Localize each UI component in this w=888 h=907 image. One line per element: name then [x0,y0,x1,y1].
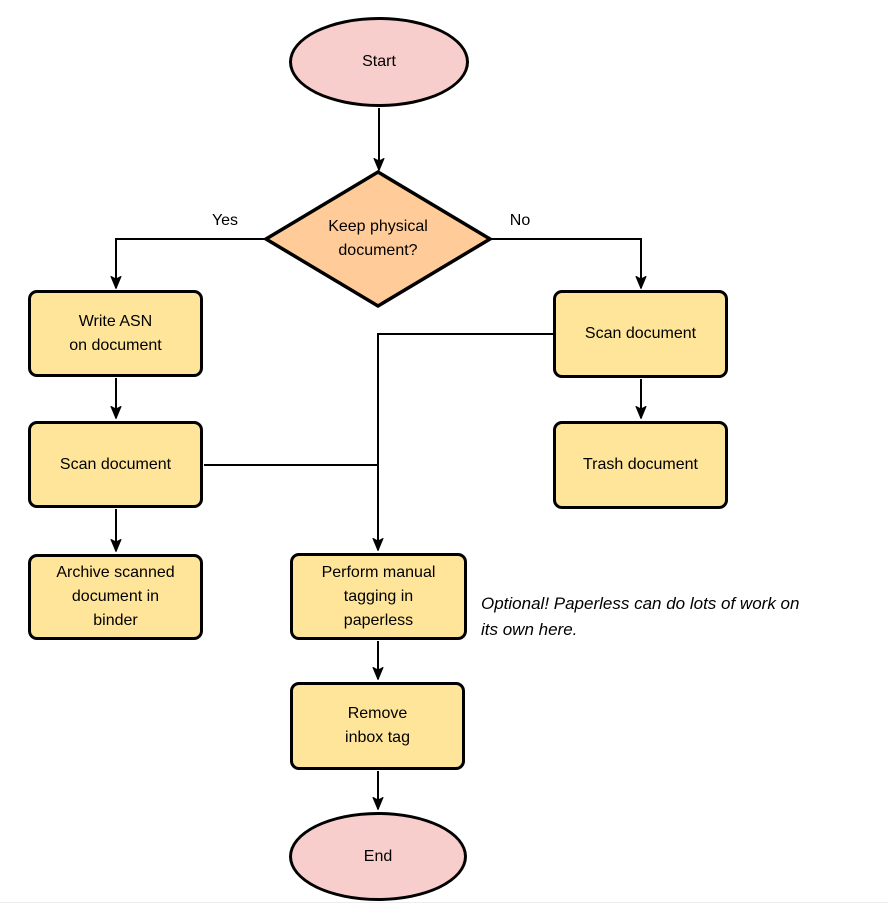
edge-decision-yes [110,238,266,289]
node-scan-right: Scan document [553,290,728,378]
edge-label-no: No [509,212,531,229]
decision-diamond-shape [262,169,494,309]
node-perform-tagging: Perform manual tagging in paperless [290,553,467,640]
node-remove-inbox: Remove inbox tag [290,682,465,770]
edge-decision-no [490,238,647,289]
perform-tagging-label: Perform manual tagging in paperless [321,563,436,629]
trash-label: Trash document [582,456,698,473]
decision-label: Keep physical document? [328,218,428,259]
node-trash: Trash document [553,421,728,509]
remove-inbox-label: Remove inbox tag [345,705,410,746]
node-end: End [289,812,467,901]
node-scan-left: Scan document [28,421,203,508]
optional-note: Optional! Paperless can do lots of work … [481,594,800,639]
node-start: Start [289,17,469,107]
node-decision: Keep physical document? [278,215,478,263]
archive-label: Archive scanned document in binder [56,564,175,629]
edge-label-yes: Yes [211,212,239,229]
end-label: End [363,847,393,865]
node-archive: Archive scanned document in binder [28,554,203,640]
scan-left-label: Scan document [59,455,172,473]
write-asn-label: Write ASN on document [69,312,162,354]
edge-scanright-to-tagging [372,333,553,551]
start-label: Start [362,53,396,70]
scan-right-label: Scan document [584,325,697,342]
node-write-asn: Write ASN on document [28,290,203,377]
bottom-divider [0,902,888,903]
